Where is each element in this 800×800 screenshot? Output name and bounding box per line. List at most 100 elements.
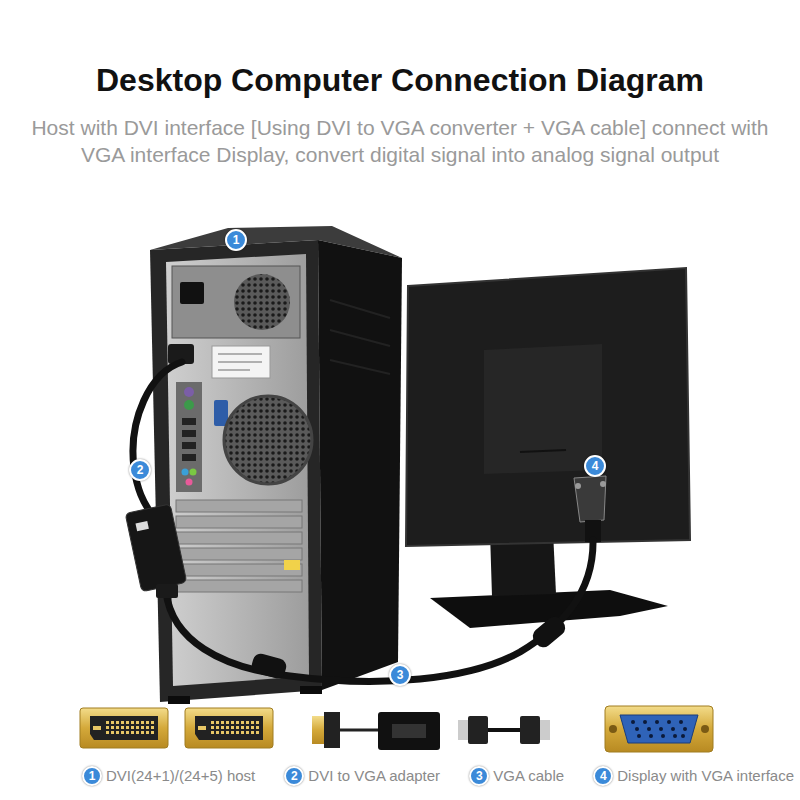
part-icons xyxy=(468,716,488,744)
legend-callout: 4Display with VGA interface xyxy=(593,766,613,786)
diagram-caption: Host with DVI interface [Using DVI to VG… xyxy=(10,114,790,168)
monitor xyxy=(574,476,606,522)
computer-tower xyxy=(184,400,194,410)
part-name: Display with VGA interface xyxy=(617,767,794,785)
part-name: DVI to VGA adapter xyxy=(308,767,440,785)
computer-tower xyxy=(182,418,196,425)
part-icons xyxy=(312,716,324,744)
part-icons xyxy=(458,720,468,740)
callout-number-text: 1 xyxy=(233,234,240,246)
computer-tower xyxy=(218,354,262,370)
part-icons xyxy=(671,727,675,731)
cables xyxy=(250,652,288,680)
part-icons xyxy=(661,734,665,738)
part-icons xyxy=(635,727,639,731)
callout-number: 1 xyxy=(225,229,247,251)
computer-tower xyxy=(214,400,228,426)
computer-tower xyxy=(176,382,202,492)
part-icons xyxy=(185,708,273,748)
callout-number-text: 1 xyxy=(89,770,96,782)
computer-tower xyxy=(176,564,302,576)
monitor xyxy=(575,483,581,489)
part-icons xyxy=(667,720,671,724)
computer-tower xyxy=(186,479,193,486)
callout-number-text: 4 xyxy=(600,770,607,782)
part-icons xyxy=(520,716,540,744)
computer-tower xyxy=(184,387,194,397)
part-icons xyxy=(80,708,168,748)
computer-tower xyxy=(190,469,197,476)
monitor xyxy=(406,268,690,628)
computer-tower xyxy=(172,266,300,338)
part-icons xyxy=(392,724,426,738)
part-icons xyxy=(620,715,698,743)
part-icons xyxy=(340,729,378,732)
legend-callout: 3VGA cable xyxy=(469,766,489,786)
monitor xyxy=(406,268,690,546)
computer-tower xyxy=(182,469,189,476)
part-icons xyxy=(631,720,687,738)
part-icons xyxy=(649,734,653,738)
cables xyxy=(125,504,187,592)
computer-tower xyxy=(182,454,196,461)
part-icons xyxy=(80,706,713,752)
part-icons xyxy=(659,727,663,731)
part-icons xyxy=(378,712,440,750)
part-icons xyxy=(673,734,677,738)
callout-number: 3 xyxy=(389,664,411,686)
computer-tower xyxy=(150,240,322,702)
computer-tower xyxy=(176,580,302,592)
monitor xyxy=(520,450,566,452)
part-icons xyxy=(609,725,617,733)
callout-number-text: 2 xyxy=(137,464,144,476)
diagram-title: Desktop Computer Connection Diagram xyxy=(0,62,800,99)
computer-tower xyxy=(176,548,302,560)
cables xyxy=(125,362,593,681)
cables xyxy=(166,540,593,681)
part-icons xyxy=(679,720,683,724)
computer-tower xyxy=(284,560,300,570)
part-icons xyxy=(488,728,520,732)
computer-tower xyxy=(180,282,204,304)
monitor xyxy=(484,344,602,474)
part-icons xyxy=(683,727,687,731)
callout-number: 4 xyxy=(584,455,606,477)
callout-number: 2 xyxy=(129,459,151,481)
computer-tower xyxy=(234,274,290,330)
part-icons xyxy=(701,725,709,733)
computer-tower xyxy=(176,500,302,512)
callout-number-text: 4 xyxy=(592,460,599,472)
part-icons xyxy=(637,734,641,738)
cables xyxy=(133,362,182,512)
cables xyxy=(125,504,187,592)
part-icons xyxy=(324,712,340,748)
computer-tower xyxy=(330,300,390,374)
legend-callout: 2DVI to VGA adapter xyxy=(284,766,304,786)
computer-tower xyxy=(300,686,322,694)
computer-tower xyxy=(224,396,312,484)
part-icons xyxy=(643,720,647,724)
cables xyxy=(156,584,178,598)
part-icons xyxy=(605,706,713,752)
monitor xyxy=(600,481,606,487)
part-icons xyxy=(631,720,635,724)
cables xyxy=(135,521,148,531)
computer-tower xyxy=(168,696,190,704)
cables xyxy=(530,613,569,650)
part-icons xyxy=(655,720,659,724)
callout-number-text: 3 xyxy=(397,669,404,681)
computer-tower xyxy=(212,346,270,378)
callout-number-text: 3 xyxy=(476,770,483,782)
computer-tower xyxy=(182,430,196,437)
legend-callout: 1DVI(24+1)/(24+5) host xyxy=(82,766,102,786)
computer-tower xyxy=(182,442,196,449)
part-icons xyxy=(647,727,651,731)
computer-tower xyxy=(318,240,402,690)
computer-tower xyxy=(176,532,302,544)
part-icons xyxy=(681,734,685,738)
callout-number-text: 2 xyxy=(291,770,298,782)
computer-tower xyxy=(176,516,302,528)
part-name: VGA cable xyxy=(493,767,564,785)
